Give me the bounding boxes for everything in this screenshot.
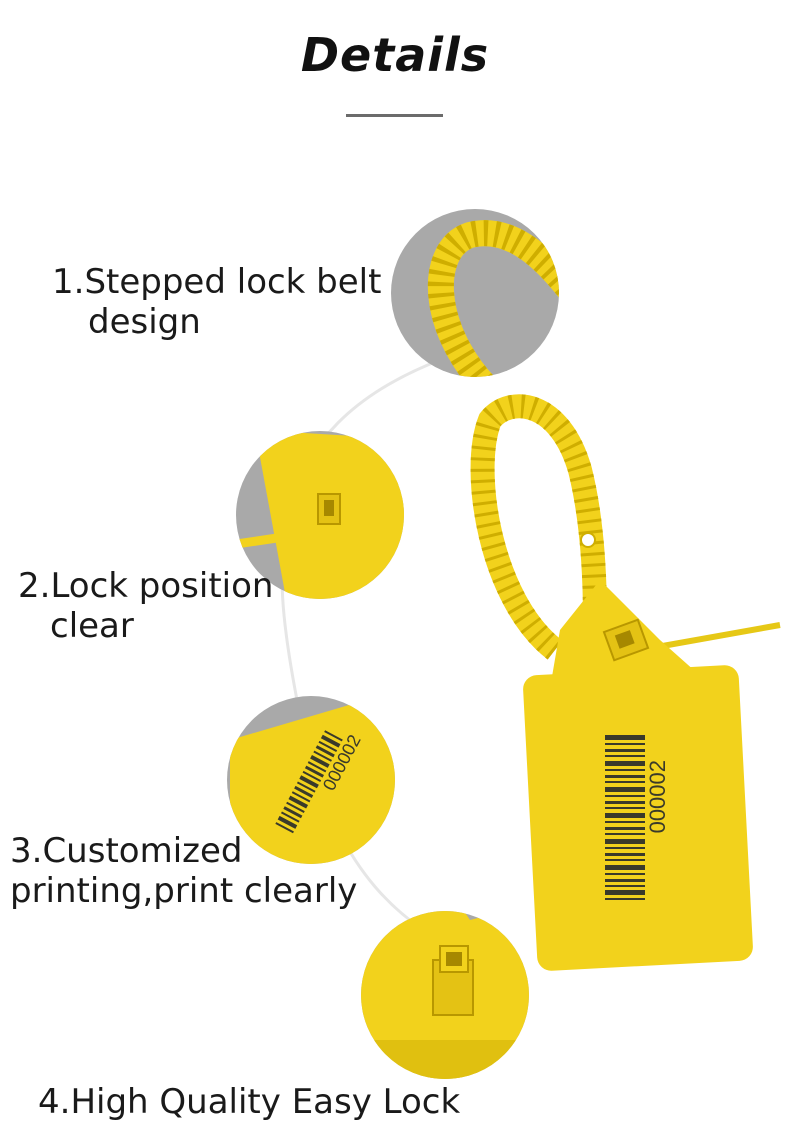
feature-2-line1: 2.Lock position <box>18 566 274 606</box>
feature-3-line2: printing,print clearly <box>10 871 358 911</box>
feature-label-2: 2.Lock position clear <box>18 566 273 646</box>
feature-label-4: 4.High Quality Easy Lock <box>38 1082 460 1122</box>
feature-4-line1: 4.High Quality Easy Lock <box>38 1082 461 1122</box>
detail-circle-printing: 000002 <box>227 696 395 864</box>
feature-3-line1: 3.Customized <box>10 831 243 871</box>
detail-circle-belt <box>391 209 559 377</box>
feature-2-line2: clear <box>50 606 134 646</box>
seal-product: 000002 <box>470 394 781 971</box>
title-underline <box>346 114 443 117</box>
serial-number: 000002 <box>645 760 670 833</box>
detail-circle-easylock <box>361 911 529 1079</box>
detail-circle-lock <box>236 431 404 599</box>
feature-label-3: 3.Customized printing,print clearly <box>10 831 357 911</box>
feature-1-line1: 1.Stepped lock belt <box>52 262 382 302</box>
feature-1-line2: design <box>88 302 201 342</box>
page-title: Details <box>300 28 490 82</box>
feature-label-1: 1.Stepped lock belt design <box>52 262 381 342</box>
